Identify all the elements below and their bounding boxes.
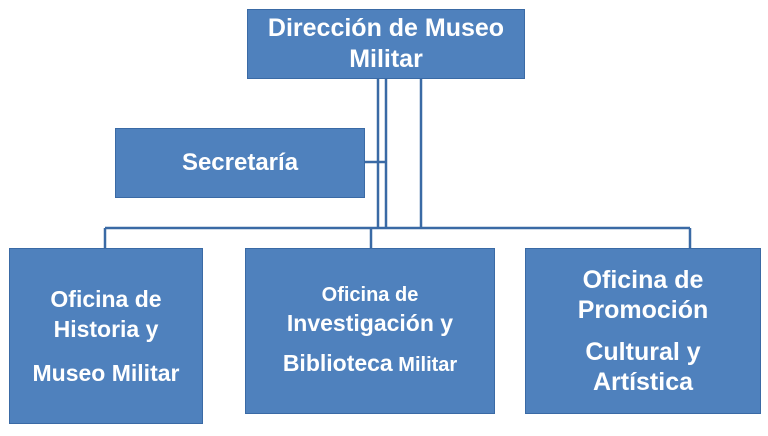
office-right-line-2: Promoción (577, 296, 709, 324)
oficina-historia-box: Oficina de Historia y Museo Militar (9, 248, 203, 424)
office-middle-line-3: Biblioteca Militar (283, 348, 457, 380)
office-left-line-1: Oficina de (50, 286, 162, 312)
office-right-line-1: Oficina de (582, 266, 704, 294)
office-left-line-3: Museo Militar (32, 360, 180, 386)
top-box-line-1: Dirección de Museo (267, 14, 505, 42)
secretaria-box: Secretaría (115, 128, 365, 198)
oficina-promocion-box: Oficina de Promoción Cultural y Artístic… (525, 248, 761, 414)
office-right-line-4: Artística (592, 368, 694, 396)
secretaria-label: Secretaría (181, 149, 299, 176)
office-middle-line-3a: Biblioteca (282, 350, 393, 376)
office-middle-line-1: Oficina de (321, 284, 419, 306)
office-left-line-2: Historia y (53, 316, 159, 342)
office-middle-line-2: Investigación y (286, 310, 454, 336)
office-middle-line-3b: Militar (392, 354, 458, 376)
direccion-museo-militar-box: Dirección de Museo Militar (247, 9, 525, 79)
oficina-investigacion-box: Oficina de Investigación y Biblioteca Mi… (245, 248, 495, 414)
top-box-line-2: Militar (349, 45, 423, 73)
office-right-line-3: Cultural y (585, 338, 701, 366)
